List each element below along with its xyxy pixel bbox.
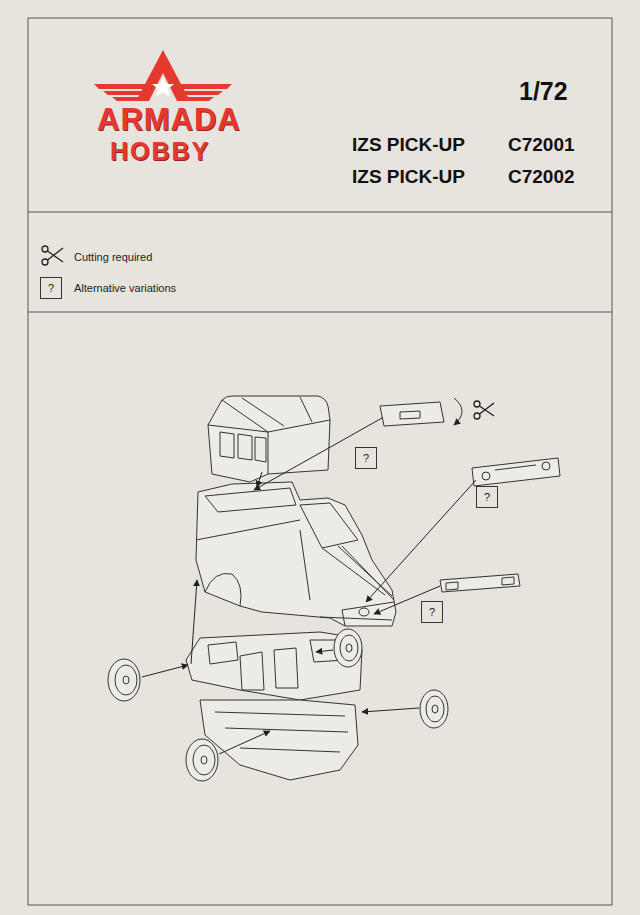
vehicle-illustration-part	[196, 482, 396, 626]
vehicle-illustration-part	[274, 648, 298, 688]
sheet-frame-part	[28, 18, 612, 905]
assembly-arrows-part	[366, 480, 476, 602]
variation-box: ?	[476, 486, 498, 508]
brand-name-holder: HOBBY	[110, 138, 210, 166]
vehicle-illustration-part	[340, 635, 358, 661]
scissors-icon-part	[42, 259, 48, 265]
vehicle-illustration-part	[300, 503, 358, 548]
vehicle-illustration-part	[215, 712, 348, 752]
logo-emblem-part	[136, 50, 190, 101]
logo-emblem-part	[94, 84, 148, 89]
logo-emblem-part	[181, 91, 223, 95]
assembly-arrows-part	[219, 731, 270, 754]
vehicle-illustration-part	[186, 739, 218, 781]
vehicle-illustration-part	[420, 690, 448, 728]
kit-name-holder: IZS PICK-UP	[352, 167, 465, 188]
vehicle-illustration-part	[208, 396, 330, 482]
variation-box: ?	[355, 447, 377, 469]
legend-text: Alternative variations	[74, 282, 176, 294]
cutting-scissors	[474, 401, 494, 419]
vehicle-illustration-part	[108, 659, 140, 701]
question-mark: ?	[48, 283, 54, 294]
sheet-frame-part	[28, 312, 612, 313]
assembly-arrows-part	[191, 580, 197, 664]
kit-name-holder: IZS PICK-UP	[352, 135, 465, 156]
kit-name: IZS PICK-UP	[352, 134, 465, 155]
legend-entry: Cutting required	[74, 251, 152, 263]
brand-name-holder: ARMADA	[97, 103, 241, 137]
assembly-arrows	[142, 418, 476, 754]
sheet-frame-part	[28, 212, 612, 213]
vehicle-illustration-part	[123, 676, 129, 684]
scissors-icon-part	[48, 248, 64, 260]
kit-number-holder: C72002	[508, 167, 575, 188]
vehicle-illustration-part	[205, 488, 296, 512]
vehicle-illustration-part	[446, 577, 514, 590]
vehicle-illustration-part	[320, 617, 392, 620]
vehicle-illustration-part	[193, 745, 215, 775]
scissors-icon	[42, 246, 63, 265]
question-mark: ?	[429, 607, 435, 618]
kit-number: C72002	[508, 166, 575, 187]
vehicle-illustration-part	[342, 602, 394, 626]
vehicle-illustration-part	[208, 640, 345, 664]
question-mark: ?	[484, 492, 490, 503]
vehicle-illustration-part	[380, 402, 444, 426]
vehicle-illustration-part	[240, 652, 264, 690]
vehicle-illustration-part	[238, 434, 252, 460]
vehicle-illustration-part	[346, 644, 352, 652]
kit-name: IZS PICK-UP	[352, 166, 465, 187]
logo-emblem-part	[185, 97, 214, 101]
vehicle-illustration-part	[400, 411, 420, 419]
legend-text: Cutting required	[74, 251, 152, 263]
vehicle-illustration-part	[334, 629, 362, 667]
vehicle-illustration-part	[196, 520, 394, 600]
vehicle-illustration-part	[472, 458, 560, 486]
vehicle-illustration-part	[454, 398, 462, 425]
assembly-arrows-part	[316, 650, 333, 652]
assembly-arrows-part	[362, 708, 419, 712]
cutting-scissors-part	[474, 413, 480, 419]
assembly-arrows-part	[254, 418, 382, 490]
vehicle-illustration-part	[201, 756, 207, 764]
vehicle-illustration-part	[222, 397, 312, 432]
cutting-scissors-part	[480, 406, 495, 416]
cutting-scissors-part	[474, 401, 480, 407]
sheet-frame	[28, 18, 612, 905]
logo-emblem-part	[178, 84, 232, 89]
kit-number: C72001	[508, 134, 575, 155]
vehicle-illustration-part	[359, 608, 369, 616]
logo-emblem-part	[103, 91, 145, 95]
cutting-scissors-part	[480, 403, 495, 414]
vehicle-illustration-part	[440, 574, 520, 592]
kit-number-holder: C72001	[508, 135, 575, 156]
vehicle-illustration-part	[220, 432, 234, 458]
vehicle-illustration-part	[268, 432, 269, 474]
variation-box: ?	[40, 277, 62, 299]
scissors-icon-part	[48, 251, 64, 262]
vehicle-illustration-part	[200, 700, 358, 780]
vehicle-illustration-part	[482, 472, 490, 480]
question-mark: ?	[363, 453, 369, 464]
vehicle-illustration-part	[495, 465, 536, 470]
scissors-icon-part	[42, 246, 48, 252]
vehicle-illustration-part	[205, 573, 241, 606]
variation-box: ?	[421, 601, 443, 623]
assembly-arrows-part	[142, 665, 188, 677]
assembly-arrows-part	[257, 472, 262, 487]
vehicle-illustration-part	[426, 696, 444, 722]
vehicle-illustration-part	[542, 462, 550, 470]
brand-name: HOBBY	[110, 137, 210, 165]
logo-emblem-part	[152, 76, 174, 97]
vehicle-illustration-part	[255, 437, 266, 462]
logo-emblem-part	[112, 97, 141, 101]
legend-entry: Alternative variations	[74, 282, 176, 294]
vehicle-illustration-part	[432, 705, 438, 713]
vehicle-illustration-part	[115, 665, 137, 695]
scale-label-holder: 1/72	[519, 78, 568, 106]
brand-name: ARMADA	[97, 102, 241, 137]
scale-label: 1/72	[519, 77, 568, 105]
vehicle-illustration	[108, 396, 560, 781]
logo-emblem	[94, 50, 232, 101]
